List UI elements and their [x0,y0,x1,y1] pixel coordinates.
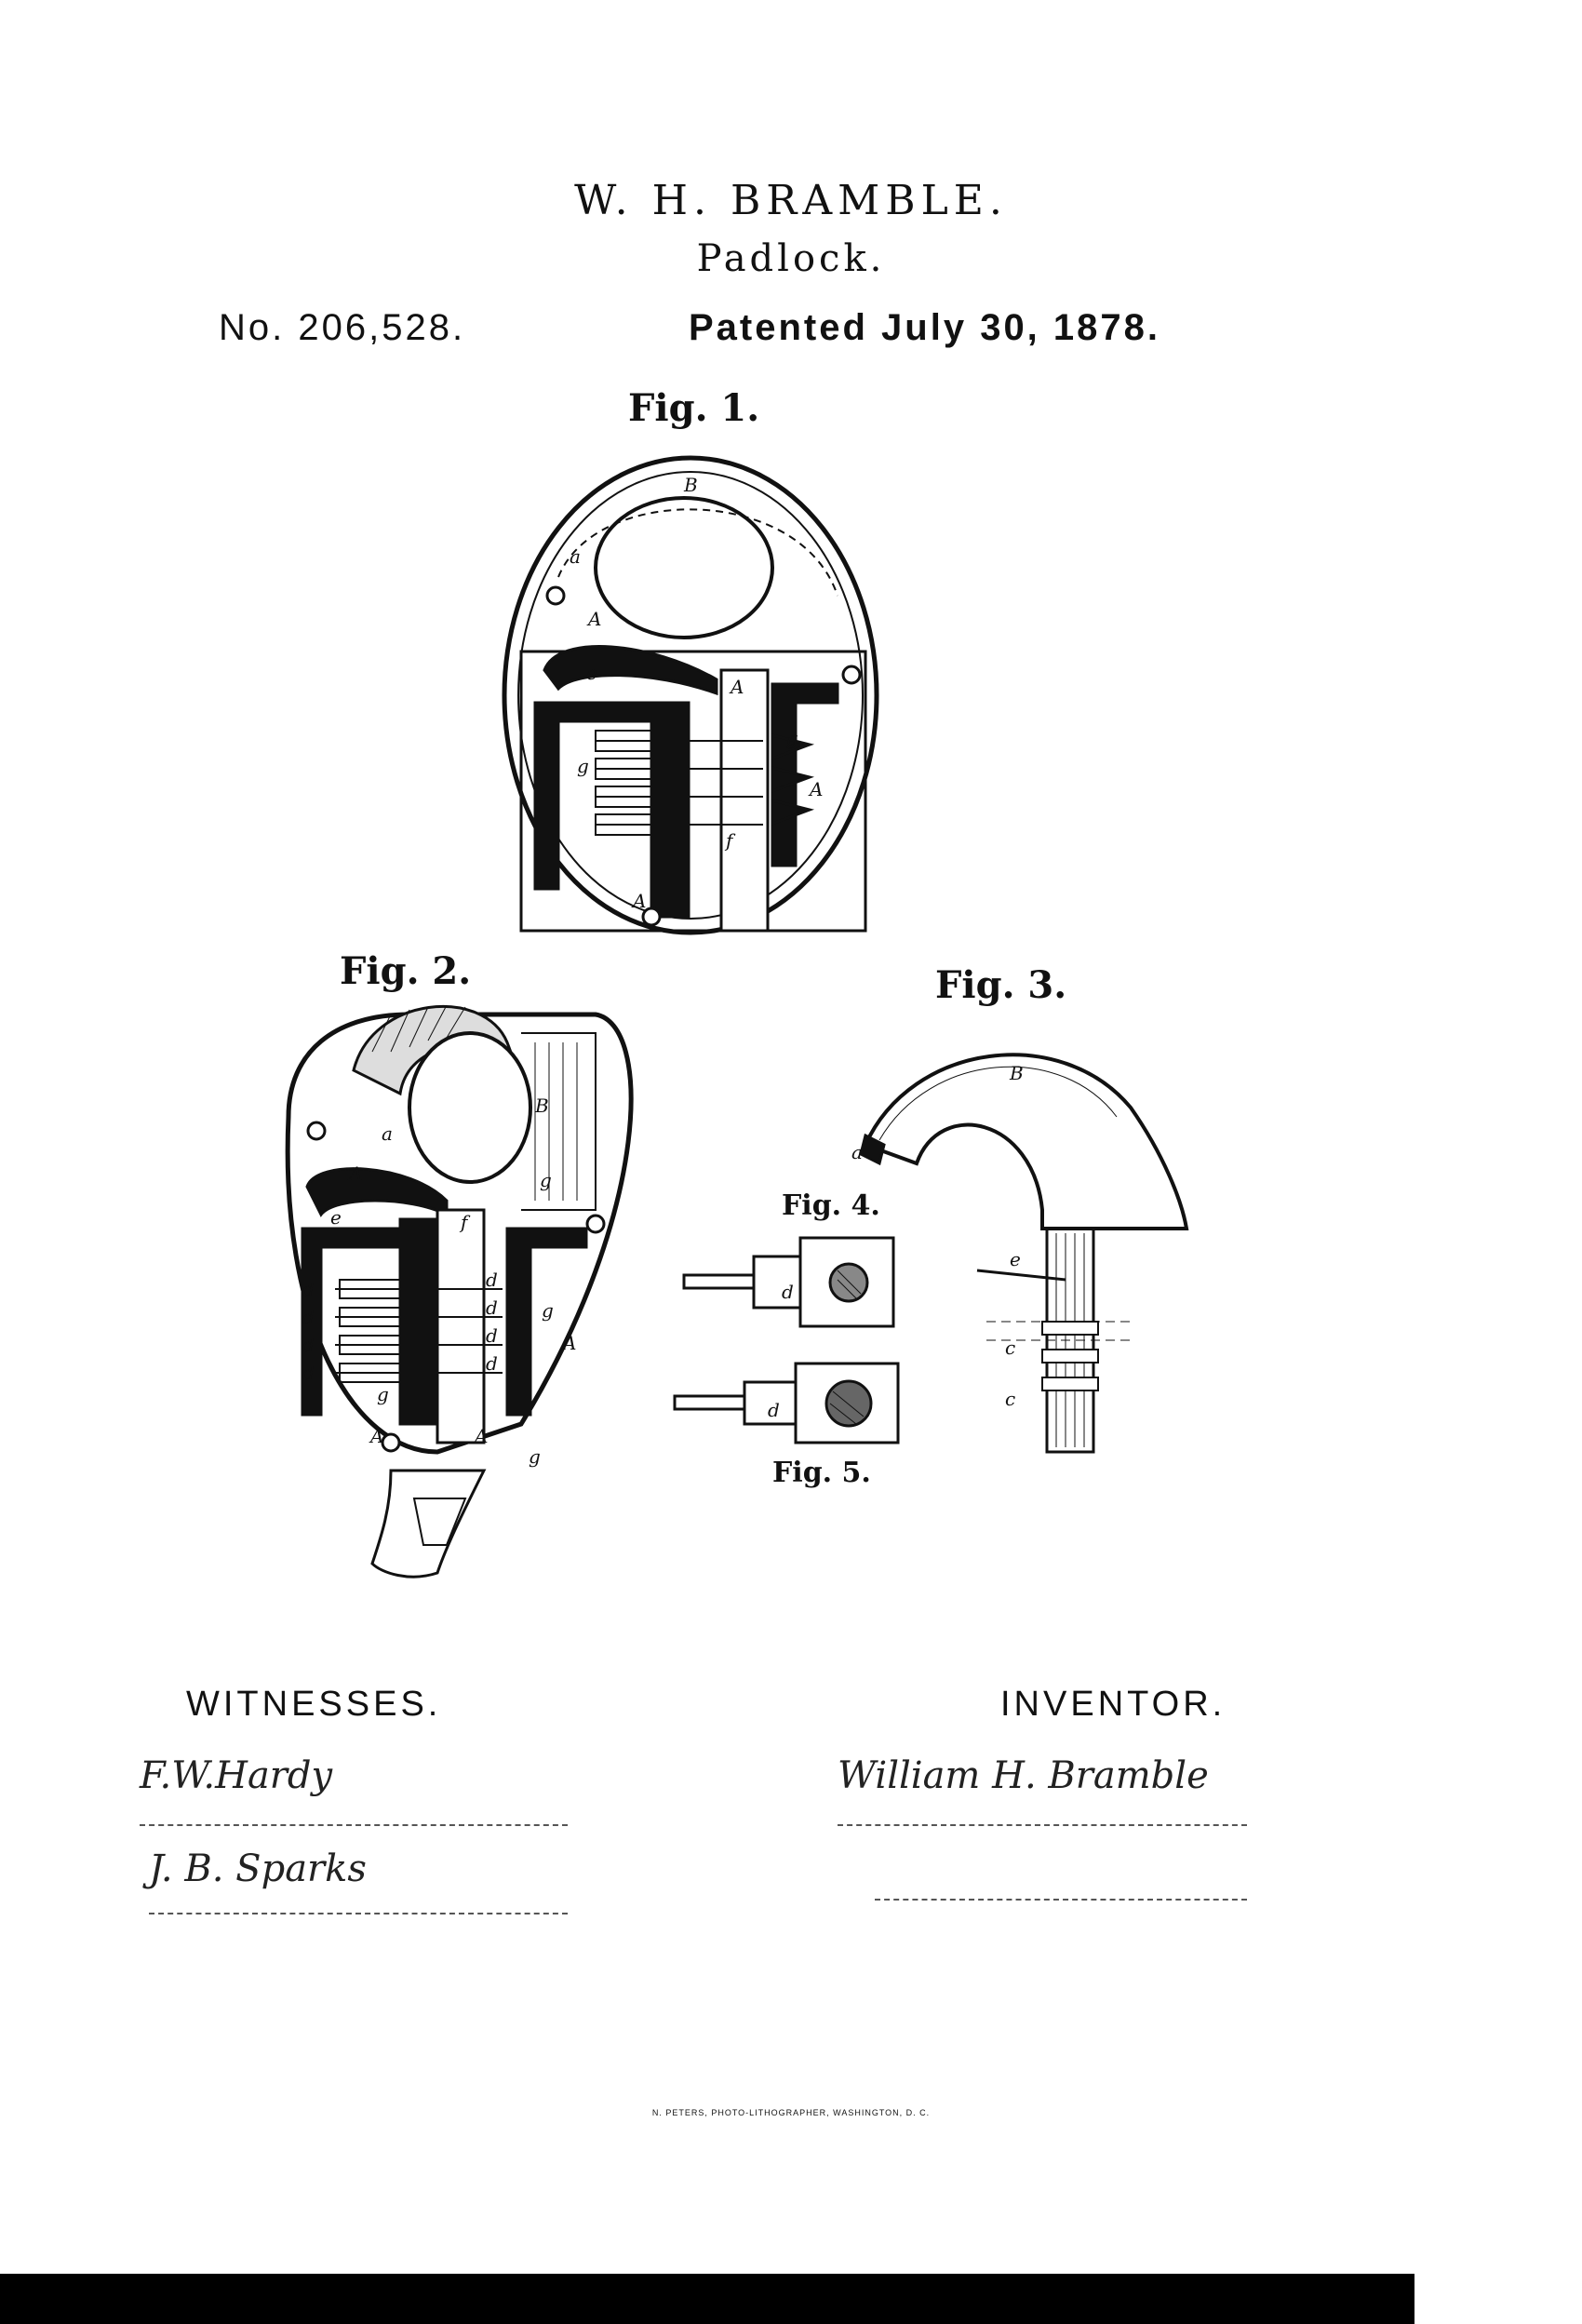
ref-d-fig4: d [782,1281,794,1303]
fig3-reference-labels: B a e c c [851,1062,1024,1410]
fig5-drawing [673,1362,900,1444]
ref-c-fig3b: c [1005,1388,1015,1410]
ref-g-fig1a: g [577,755,589,777]
ref-c-fig3a: c [1005,1337,1015,1359]
ref-B-fig1: B [683,474,698,496]
ref-A-fig2a: A [347,1162,362,1185]
ref-e-fig1: e [586,662,597,684]
inventor-line-1 [838,1824,1247,1826]
patent-title: Padlock. [696,237,886,280]
ref-A-fig2c: A [369,1425,383,1447]
ref-A-fig2b: A [561,1332,576,1354]
ref-A-fig1d: A [631,890,646,912]
ref-a-fig2: a [382,1122,393,1145]
witness-signature-1: F.W.Hardy [140,1754,333,1797]
fig1-label: Fig. 1. [628,386,760,430]
fig2-label: Fig. 2. [340,949,472,993]
ref-d-fig5: d [768,1399,780,1421]
ref-d-fig2d: d [302,1362,315,1384]
inventor-name: W. H. BRAMBLE. [574,177,1008,224]
fig3-drawing [859,1053,1189,1454]
fig5-label: Fig. 5. [772,1457,871,1489]
ref-d-fig2b: d [302,1306,315,1328]
ref-d-fig2c: d [302,1334,315,1356]
fig3-label: Fig. 3. [935,963,1067,1007]
inventor-heading: INVENTOR. [1000,1685,1227,1724]
ref-g-fig2c: g [377,1383,389,1405]
ref-g-fig2b: g [542,1299,554,1322]
ref-e-fig3: e [1010,1248,1021,1270]
fig2-reference-labels: a B A e g f d d d d d d d d g A g A A g [302,1095,576,1468]
ref-A-fig2d: A [473,1425,488,1447]
fig4-label: Fig. 4. [782,1189,880,1222]
scan-bottom-bar [0,2274,1414,2324]
witnesses-heading: WITNESSES. [186,1685,442,1724]
ref-d-fig2e: d [486,1269,498,1291]
inventor-line-2 [875,1899,1247,1901]
witness-signature-2: J. B. Sparks [149,1847,367,1890]
ref-d-fig2f: d [486,1296,498,1319]
printer-credit: N. PETERS, PHOTO-LITHOGRAPHER, WASHINGTO… [651,2108,931,2117]
inventor-signature: William H. Bramble [838,1754,1209,1797]
ref-a-fig3: a [851,1141,863,1163]
ref-A-fig1c: A [808,778,823,800]
ref-d-fig2a: d [302,1278,315,1300]
ref-g-fig2d: g [529,1445,541,1468]
ref-A-fig1b: A [729,676,744,698]
patent-date: Patented July 30, 1878. [689,307,1161,348]
ref-B-fig3: B [1009,1062,1024,1084]
ref-a-fig1: a [570,545,581,568]
witness-line-2 [149,1913,568,1914]
ref-B-fig2: B [534,1095,549,1117]
ref-d-fig2g: d [486,1324,498,1347]
fig1-reference-labels: B a A e A g g A f A [570,474,823,912]
ref-A-fig1a: A [586,608,601,630]
ref-g-fig1b: g [786,727,798,749]
patent-number: No. 206,528. [219,307,466,348]
witness-line-1 [140,1824,568,1826]
fig4-drawing [682,1236,895,1328]
ref-e-fig2: e [330,1206,342,1229]
fig2-drawing [285,1004,634,1578]
ref-d-fig2h: d [486,1352,498,1375]
ref-g-fig2a: g [540,1169,552,1191]
fig1-drawing [502,455,879,935]
